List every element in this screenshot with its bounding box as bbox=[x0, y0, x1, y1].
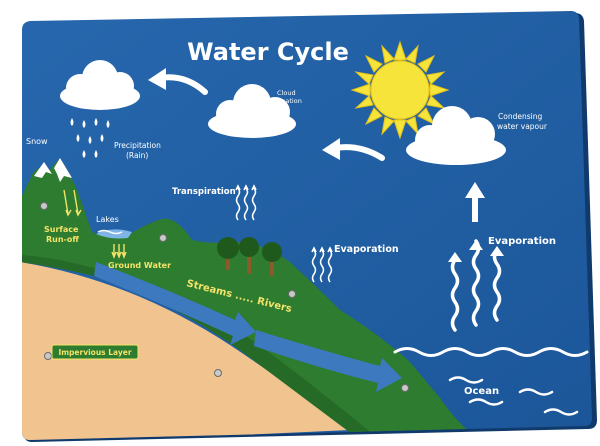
label-lakes: Lakes bbox=[96, 215, 119, 224]
label-cloud-formation: Cloud bbox=[277, 89, 296, 97]
label-surface: Surface bbox=[44, 225, 79, 234]
trees bbox=[217, 237, 282, 276]
ocean-wave-small bbox=[543, 408, 579, 416]
ocean-wave-small bbox=[448, 376, 484, 384]
rain-drops bbox=[70, 118, 110, 158]
label-runoff: Run-off bbox=[46, 235, 79, 244]
label-evaporation-sea: Evaporation bbox=[488, 236, 556, 247]
ocean-wave-small bbox=[518, 388, 554, 396]
snow-cap-left bbox=[34, 162, 52, 178]
snow-cap-right bbox=[54, 158, 72, 182]
cloud-icon-rain bbox=[60, 60, 140, 110]
label-precipitation: Precipitation bbox=[114, 141, 161, 150]
runoff-arrows bbox=[63, 189, 127, 259]
label-precipitation-rain: (Rain) bbox=[126, 151, 148, 160]
lake-ripple bbox=[97, 229, 123, 235]
label-condensing-2: water vapour bbox=[497, 122, 548, 131]
arrow-up-icon bbox=[465, 182, 485, 222]
ocean-wave-line bbox=[393, 347, 589, 357]
label-snow: Snow bbox=[26, 137, 48, 146]
river-arrow bbox=[94, 262, 256, 345]
evaporation-land-wavy-arrows bbox=[311, 246, 333, 283]
ocean-wave-small bbox=[468, 398, 504, 406]
evaporation-sea-wavy-arrows bbox=[450, 239, 502, 332]
label-impervious-layer: Impervious Layer bbox=[58, 348, 131, 357]
label-ground-water: Ground Water bbox=[108, 261, 171, 270]
transpiration-wavy-arrows bbox=[235, 184, 257, 221]
arrow-cloud-to-rain bbox=[148, 68, 208, 95]
evaporation-sea-arrowheads bbox=[448, 240, 504, 262]
label-condensing: Condensing bbox=[498, 112, 542, 121]
impervious-layer-plaque bbox=[51, 344, 139, 360]
river-arrow bbox=[254, 330, 402, 392]
cloud-icon-formation bbox=[208, 84, 296, 138]
arrow-condensing-to-formation bbox=[322, 138, 385, 161]
label-evaporation-land: Evaporation bbox=[334, 244, 399, 255]
impervious-layer-ground bbox=[22, 262, 350, 440]
sun-icon bbox=[350, 40, 450, 140]
mounting-bolts bbox=[40, 202, 409, 392]
diagram-title: Water Cycle bbox=[187, 38, 349, 66]
label-cloud-formation-2: Formation bbox=[269, 97, 302, 105]
label-ocean: Ocean bbox=[464, 386, 499, 397]
label-transpiration: Transpiration bbox=[172, 187, 236, 197]
land-mass-shade bbox=[22, 255, 380, 440]
cloud-icon-condensing bbox=[406, 106, 506, 165]
